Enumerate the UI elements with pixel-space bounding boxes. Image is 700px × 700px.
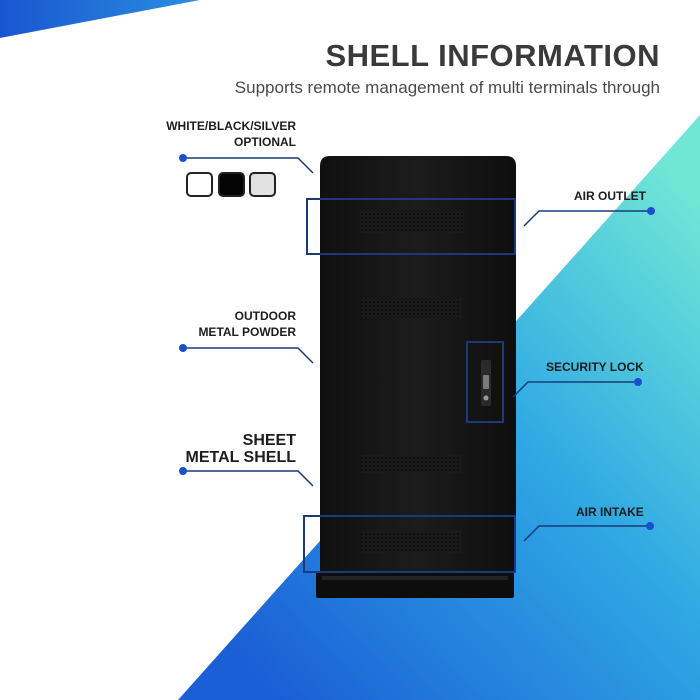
kiosk-cabinet xyxy=(316,156,516,598)
air-outlet-highlight xyxy=(306,198,516,255)
callout-dots-left xyxy=(179,154,187,475)
page-title: SHELL INFORMATION xyxy=(325,38,660,73)
callout-dots-right xyxy=(634,207,655,530)
security-lock-label: SECURITY LOCK xyxy=(546,360,644,374)
color-options-line1: WHITE/BLACK/SILVER xyxy=(166,119,296,133)
security-lock-highlight xyxy=(466,341,504,423)
color-options-line2: OPTIONAL xyxy=(234,135,296,149)
sheet-metal-shell-line1: SHEET xyxy=(242,432,296,449)
callout-lines-left xyxy=(183,157,314,487)
color-options-label: WHITE/BLACK/SILVER OPTIONAL xyxy=(166,118,296,150)
page-subtitle: Supports remote management of multi term… xyxy=(234,78,660,97)
sheet-metal-shell-line2: METAL SHELL xyxy=(185,449,296,466)
air-intake-highlight xyxy=(303,515,516,573)
outdoor-metal-powder-line1: OUTDOOR xyxy=(234,309,296,323)
outdoor-metal-powder-line2: METAL POWDER xyxy=(198,325,296,339)
swatch-silver xyxy=(249,172,276,197)
top-stripe-shape xyxy=(0,0,200,38)
sheet-metal-shell-label: SHEET METAL SHELL xyxy=(185,432,296,466)
outdoor-metal-powder-label: OUTDOOR METAL POWDER xyxy=(198,308,296,340)
air-intake-label: AIR INTAKE xyxy=(576,505,644,519)
callout-lines-right xyxy=(512,210,651,542)
swatch-black xyxy=(218,172,245,197)
air-outlet-label: AIR OUTLET xyxy=(574,189,646,203)
swatch-white xyxy=(186,172,213,197)
